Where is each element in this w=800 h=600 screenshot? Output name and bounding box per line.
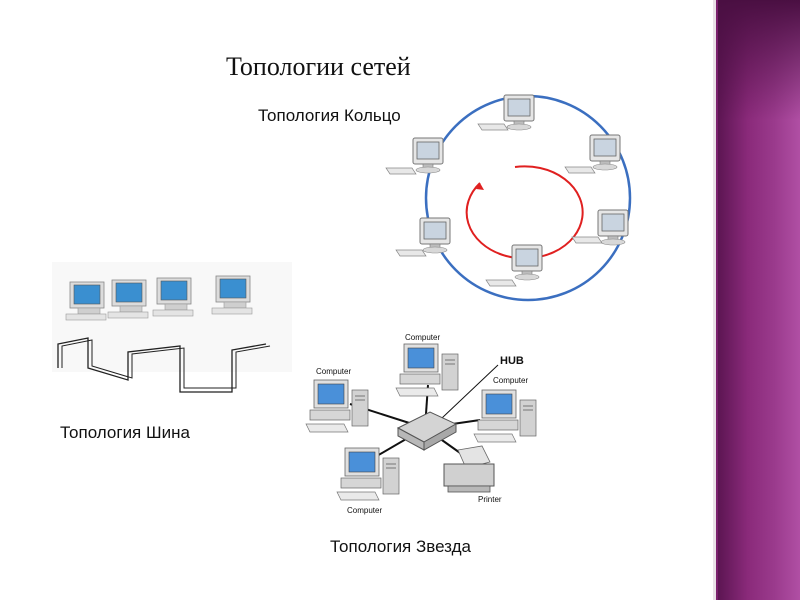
bus-cable-2 xyxy=(61,339,271,389)
hub-device xyxy=(396,411,458,451)
bus-topology xyxy=(52,262,292,393)
bus-computer-4 xyxy=(211,275,253,315)
ring-computer-2 xyxy=(564,134,621,174)
decorative-side-bar xyxy=(713,0,800,600)
hub-label: HUB xyxy=(500,355,524,367)
ring-computer-6 xyxy=(385,137,444,175)
bus-computer-2 xyxy=(107,279,149,319)
star-computer-right xyxy=(473,389,537,443)
ring-computer-1 xyxy=(477,94,535,131)
bus-computer-1 xyxy=(65,281,107,321)
bus-topology-caption: Топология Шина xyxy=(60,423,190,442)
computer-label-bottom: Computer xyxy=(347,506,382,515)
star-computer-top xyxy=(395,343,459,397)
slide-title: Топологии сетей xyxy=(226,52,411,81)
computer-label-top: Computer xyxy=(405,333,440,342)
star-topology: HUB Computer Computer Computer Computer … xyxy=(305,333,537,515)
bus-computer-3 xyxy=(152,277,194,317)
printer-label: Printer xyxy=(478,495,502,504)
computer-label-right: Computer xyxy=(493,376,528,385)
ring-topology xyxy=(385,94,632,302)
computer-label-left: Computer xyxy=(316,367,351,376)
printer-device xyxy=(443,445,495,493)
ring-topology-caption: Топология Кольцо xyxy=(258,106,401,125)
bus-cable xyxy=(57,337,267,393)
ring-direction-arrow xyxy=(465,165,584,260)
ring-computer-5 xyxy=(395,217,451,257)
star-computer-left xyxy=(305,379,369,433)
star-computer-bottom xyxy=(336,447,400,501)
star-topology-caption: Топология Звезда xyxy=(330,537,471,556)
